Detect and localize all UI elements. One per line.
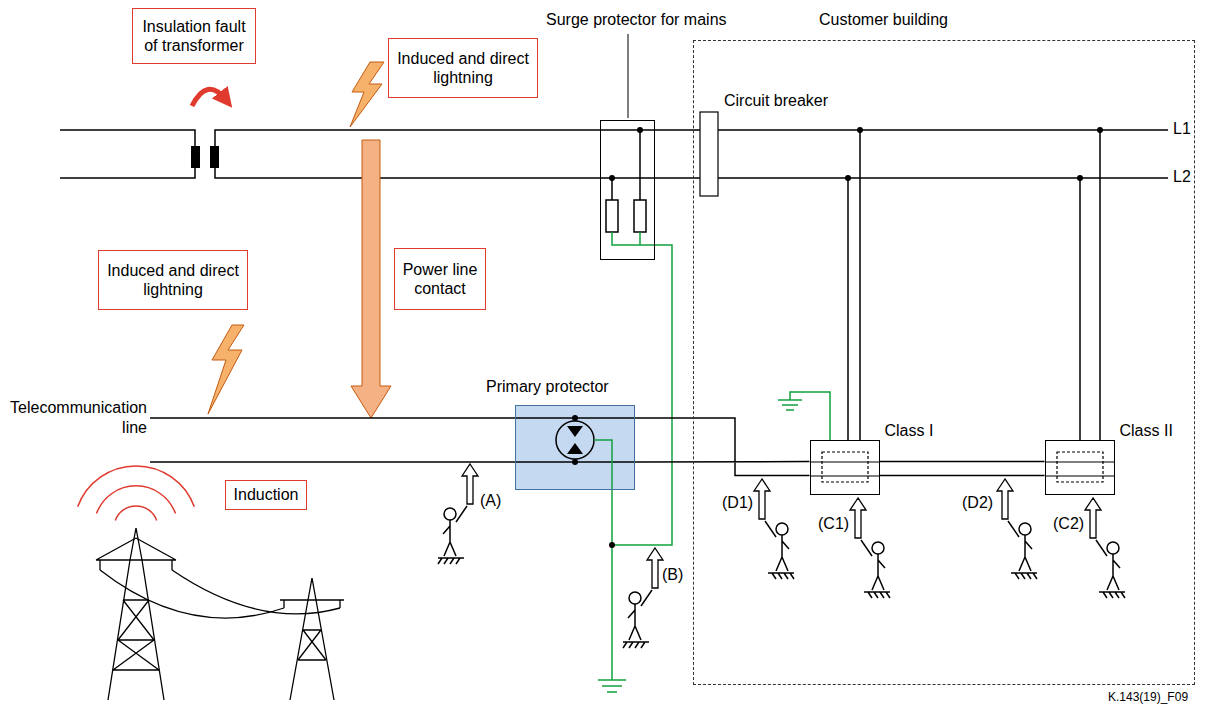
primary-protector-symbol xyxy=(567,443,583,454)
power-pylon xyxy=(108,528,164,700)
telecom-wire xyxy=(635,418,810,476)
hazard-box: Power line contact xyxy=(394,248,486,310)
induction-field xyxy=(78,466,195,521)
callout-label: (A) xyxy=(480,492,501,510)
primary-protector-symbol xyxy=(515,405,635,490)
surge-protector-wiring xyxy=(606,200,618,232)
primary-protector-symbol xyxy=(556,421,594,459)
hazard-box: Induction xyxy=(225,480,307,510)
figure-id: K.143(19)_F09 xyxy=(1108,690,1188,704)
junction-dot xyxy=(609,542,615,548)
person-figure xyxy=(997,479,1037,579)
equipment-box: Class I xyxy=(810,440,880,495)
leader-line xyxy=(628,34,629,118)
surge-protector-wiring xyxy=(606,130,646,232)
equipment-interface xyxy=(810,452,1115,482)
box-text: Induction xyxy=(234,485,299,504)
primary-protector-symbol xyxy=(515,405,635,490)
line-name: L2 xyxy=(1173,168,1191,186)
lightning-bolt xyxy=(350,62,384,127)
person-figure xyxy=(1085,498,1125,598)
earth-wire xyxy=(612,232,672,545)
earth-wire xyxy=(778,392,830,440)
line-name: Telecommunication line xyxy=(2,398,147,438)
fault-arrow xyxy=(192,89,226,106)
box-text: Power line contact xyxy=(400,260,480,298)
power-pylon xyxy=(96,528,344,700)
box-text: Induced and direct lightning xyxy=(104,261,242,299)
primary-protector-symbol xyxy=(515,418,635,462)
person-figure xyxy=(754,479,794,579)
transformer-symbol xyxy=(210,146,219,168)
equipment-box: Class II xyxy=(1045,440,1115,495)
equipment-interface xyxy=(822,452,868,482)
primary-protector-symbol xyxy=(572,415,578,421)
mains-drop xyxy=(848,130,1100,440)
contact-arrow xyxy=(351,140,391,418)
equipment-interface xyxy=(810,462,1115,476)
box-heading: Customer building xyxy=(819,11,948,29)
box-text: Insulation fault of transformer xyxy=(138,17,250,55)
earth-wire xyxy=(598,680,626,692)
callout-label: (B) xyxy=(662,566,683,584)
box-heading: Primary protector xyxy=(486,378,609,396)
junction-dot xyxy=(609,175,615,181)
callout-label: (C2) xyxy=(1053,515,1084,533)
induction-field xyxy=(97,486,176,514)
power-line xyxy=(60,130,1168,178)
primary-protector-symbol xyxy=(572,459,578,465)
box-heading: Class II xyxy=(1120,422,1173,440)
surge-protector-wiring xyxy=(634,200,646,232)
power-pylon xyxy=(100,570,340,618)
hazard-box: Induced and direct lightning xyxy=(98,250,248,310)
transformer-symbol xyxy=(191,146,219,168)
telecom-wire xyxy=(150,418,515,462)
box-text: Induced and direct lightning xyxy=(394,49,532,87)
induction-field xyxy=(78,466,195,507)
person-figure xyxy=(850,498,890,598)
telecom-wire xyxy=(880,462,1045,476)
person-figure xyxy=(623,548,663,648)
primary-protector-symbol xyxy=(567,426,583,437)
transformer-symbol xyxy=(191,146,200,168)
junction-dot xyxy=(609,127,1103,181)
power-line xyxy=(215,130,1168,178)
building-outline: Customer buildingClass IClass II xyxy=(693,40,1195,685)
power-pylon xyxy=(96,538,176,570)
circuit-breaker-symbol xyxy=(700,112,718,196)
surge-protector-wiring xyxy=(612,130,640,200)
lightning-bolt xyxy=(208,325,244,414)
callout-label: (D1) xyxy=(722,494,753,512)
box-heading: Surge protector for mains xyxy=(546,11,727,29)
power-line xyxy=(60,130,195,178)
box-heading: Class I xyxy=(885,422,934,440)
mains-drop xyxy=(848,130,1100,440)
callout-label: (D2) xyxy=(962,494,993,512)
induction-field xyxy=(115,506,156,521)
junction-dot xyxy=(637,127,643,133)
equipment-interface xyxy=(1057,452,1103,482)
component-label: Circuit breaker xyxy=(724,92,828,110)
line-name: L1 xyxy=(1173,120,1191,138)
power-pylon xyxy=(113,600,159,670)
hazard-box: Insulation fault of transformer xyxy=(132,8,256,64)
primary-protector-box: Primary protector xyxy=(515,405,635,490)
telecom-wire xyxy=(150,418,515,462)
callout-label: (C1) xyxy=(818,515,849,533)
person-figure xyxy=(438,464,478,564)
primary-protector-symbol xyxy=(594,440,612,490)
power-pylon xyxy=(290,578,334,700)
surge-protector-box: Surge protector for mains xyxy=(600,120,655,260)
hazard-box: Induced and direct lightning xyxy=(388,38,538,98)
